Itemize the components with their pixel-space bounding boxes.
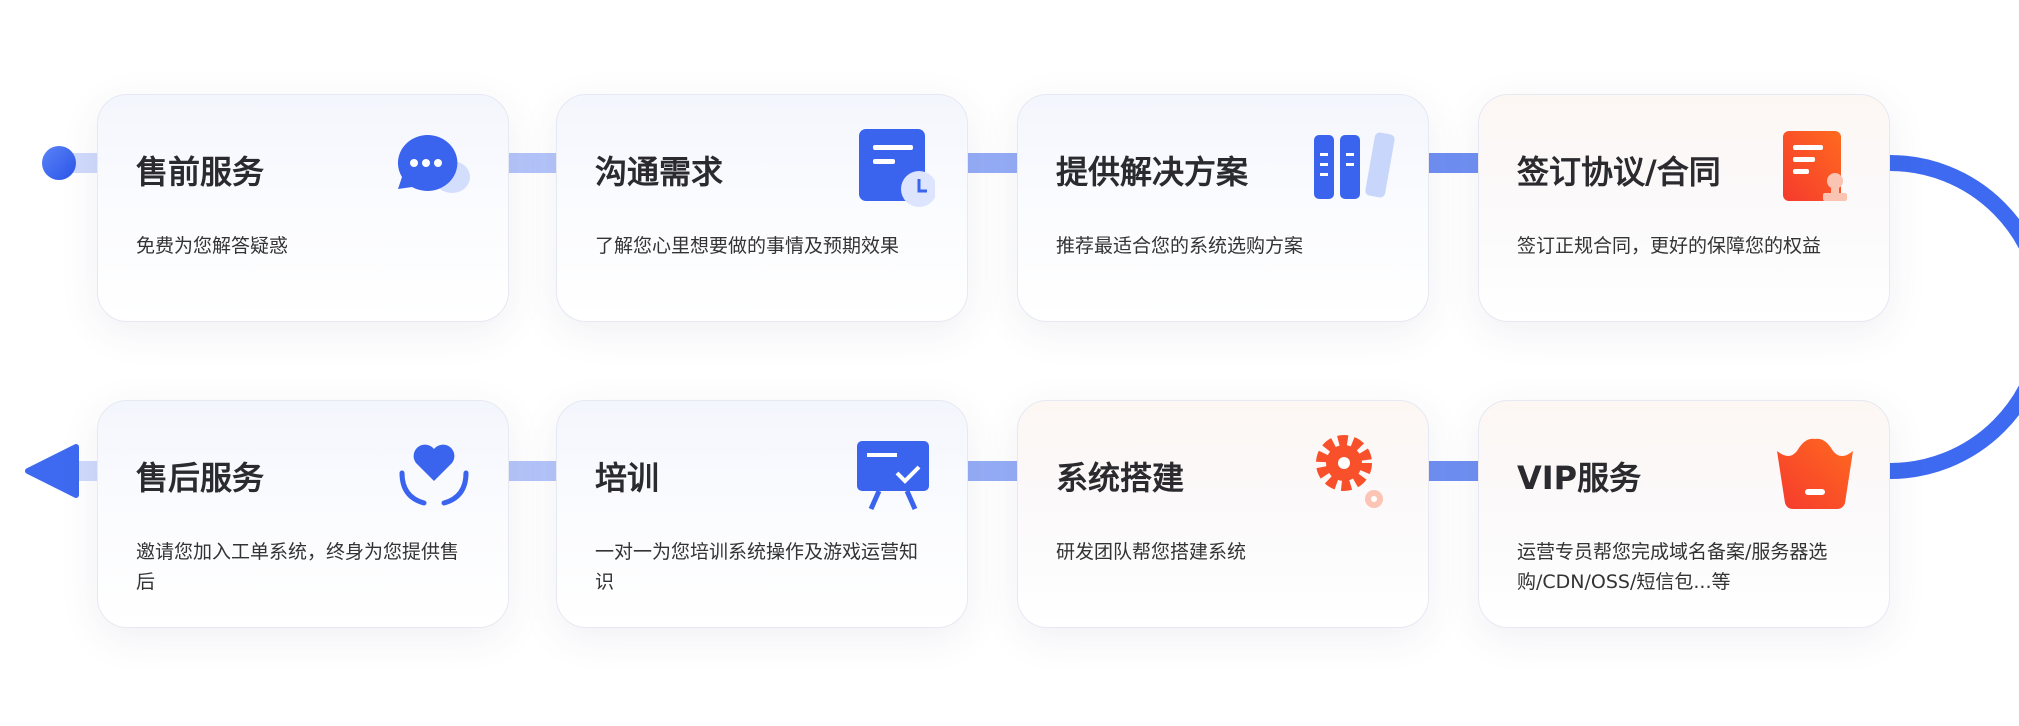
document-clock-icon bbox=[851, 127, 935, 211]
step-desc: 运营专员帮您完成域名备案/服务器选购/CDN/OSS/短信包...等 bbox=[1517, 541, 1828, 593]
step-title: VIP服务 bbox=[1517, 459, 1642, 497]
step-card-build: 系统搭建 研发团队帮您搭建系统 bbox=[1017, 400, 1429, 628]
step-desc: 了解您心里想要做的事情及预期效果 bbox=[595, 235, 900, 257]
step-title: 售后服务 bbox=[136, 459, 265, 497]
step-title: 培训 bbox=[595, 459, 660, 497]
heart-hands-icon bbox=[392, 433, 476, 517]
chat-bubble-icon bbox=[392, 127, 476, 211]
connector bbox=[1429, 153, 1479, 173]
step-card-contract: 签订协议/合同 签订正规合同，更好的保障您的权益 bbox=[1478, 94, 1890, 322]
step-card-presales: 售前服务 免费为您解答疑惑 bbox=[97, 94, 509, 322]
step-card-vip: VIP服务 运营专员帮您完成域名备案/服务器选购/CDN/OSS/短信包...等 bbox=[1478, 400, 1890, 628]
start-dot bbox=[42, 146, 76, 180]
contract-seal-icon bbox=[1773, 127, 1857, 211]
step-desc: 推荐最适合您的系统选购方案 bbox=[1056, 235, 1304, 257]
step-card-training: 培训 一对一为您培训系统操作及游戏运营知识 bbox=[556, 400, 968, 628]
crown-cup-icon bbox=[1773, 433, 1857, 517]
step-desc: 一对一为您培训系统操作及游戏运营知识 bbox=[595, 541, 919, 593]
step-card-aftersales: 售后服务 邀请您加入工单系统，终身为您提供售后 bbox=[97, 400, 509, 628]
connector bbox=[1429, 461, 1479, 481]
step-card-solution: 提供解决方案 推荐最适合您的系统选购方案 bbox=[1017, 94, 1429, 322]
presentation-board-icon bbox=[851, 433, 935, 517]
step-title: 沟通需求 bbox=[595, 153, 724, 191]
step-title: 提供解决方案 bbox=[1056, 153, 1249, 191]
step-desc: 签订正规合同，更好的保障您的权益 bbox=[1517, 235, 1822, 257]
connector-arc bbox=[1889, 155, 2019, 479]
step-title: 系统搭建 bbox=[1056, 459, 1185, 497]
connector bbox=[968, 153, 1018, 173]
gear-icon bbox=[1312, 433, 1396, 517]
connector bbox=[509, 153, 557, 173]
connector bbox=[509, 461, 557, 481]
step-desc: 研发团队帮您搭建系统 bbox=[1056, 541, 1247, 563]
step-card-requirements: 沟通需求 了解您心里想要做的事情及预期效果 bbox=[556, 94, 968, 322]
step-title: 签订协议/合同 bbox=[1517, 153, 1721, 191]
step-desc: 邀请您加入工单系统，终身为您提供售后 bbox=[136, 541, 460, 593]
end-arrow-icon bbox=[25, 444, 79, 498]
step-title: 售前服务 bbox=[136, 153, 265, 191]
connector bbox=[968, 461, 1018, 481]
binders-icon bbox=[1312, 127, 1396, 211]
step-desc: 免费为您解答疑惑 bbox=[136, 235, 289, 257]
